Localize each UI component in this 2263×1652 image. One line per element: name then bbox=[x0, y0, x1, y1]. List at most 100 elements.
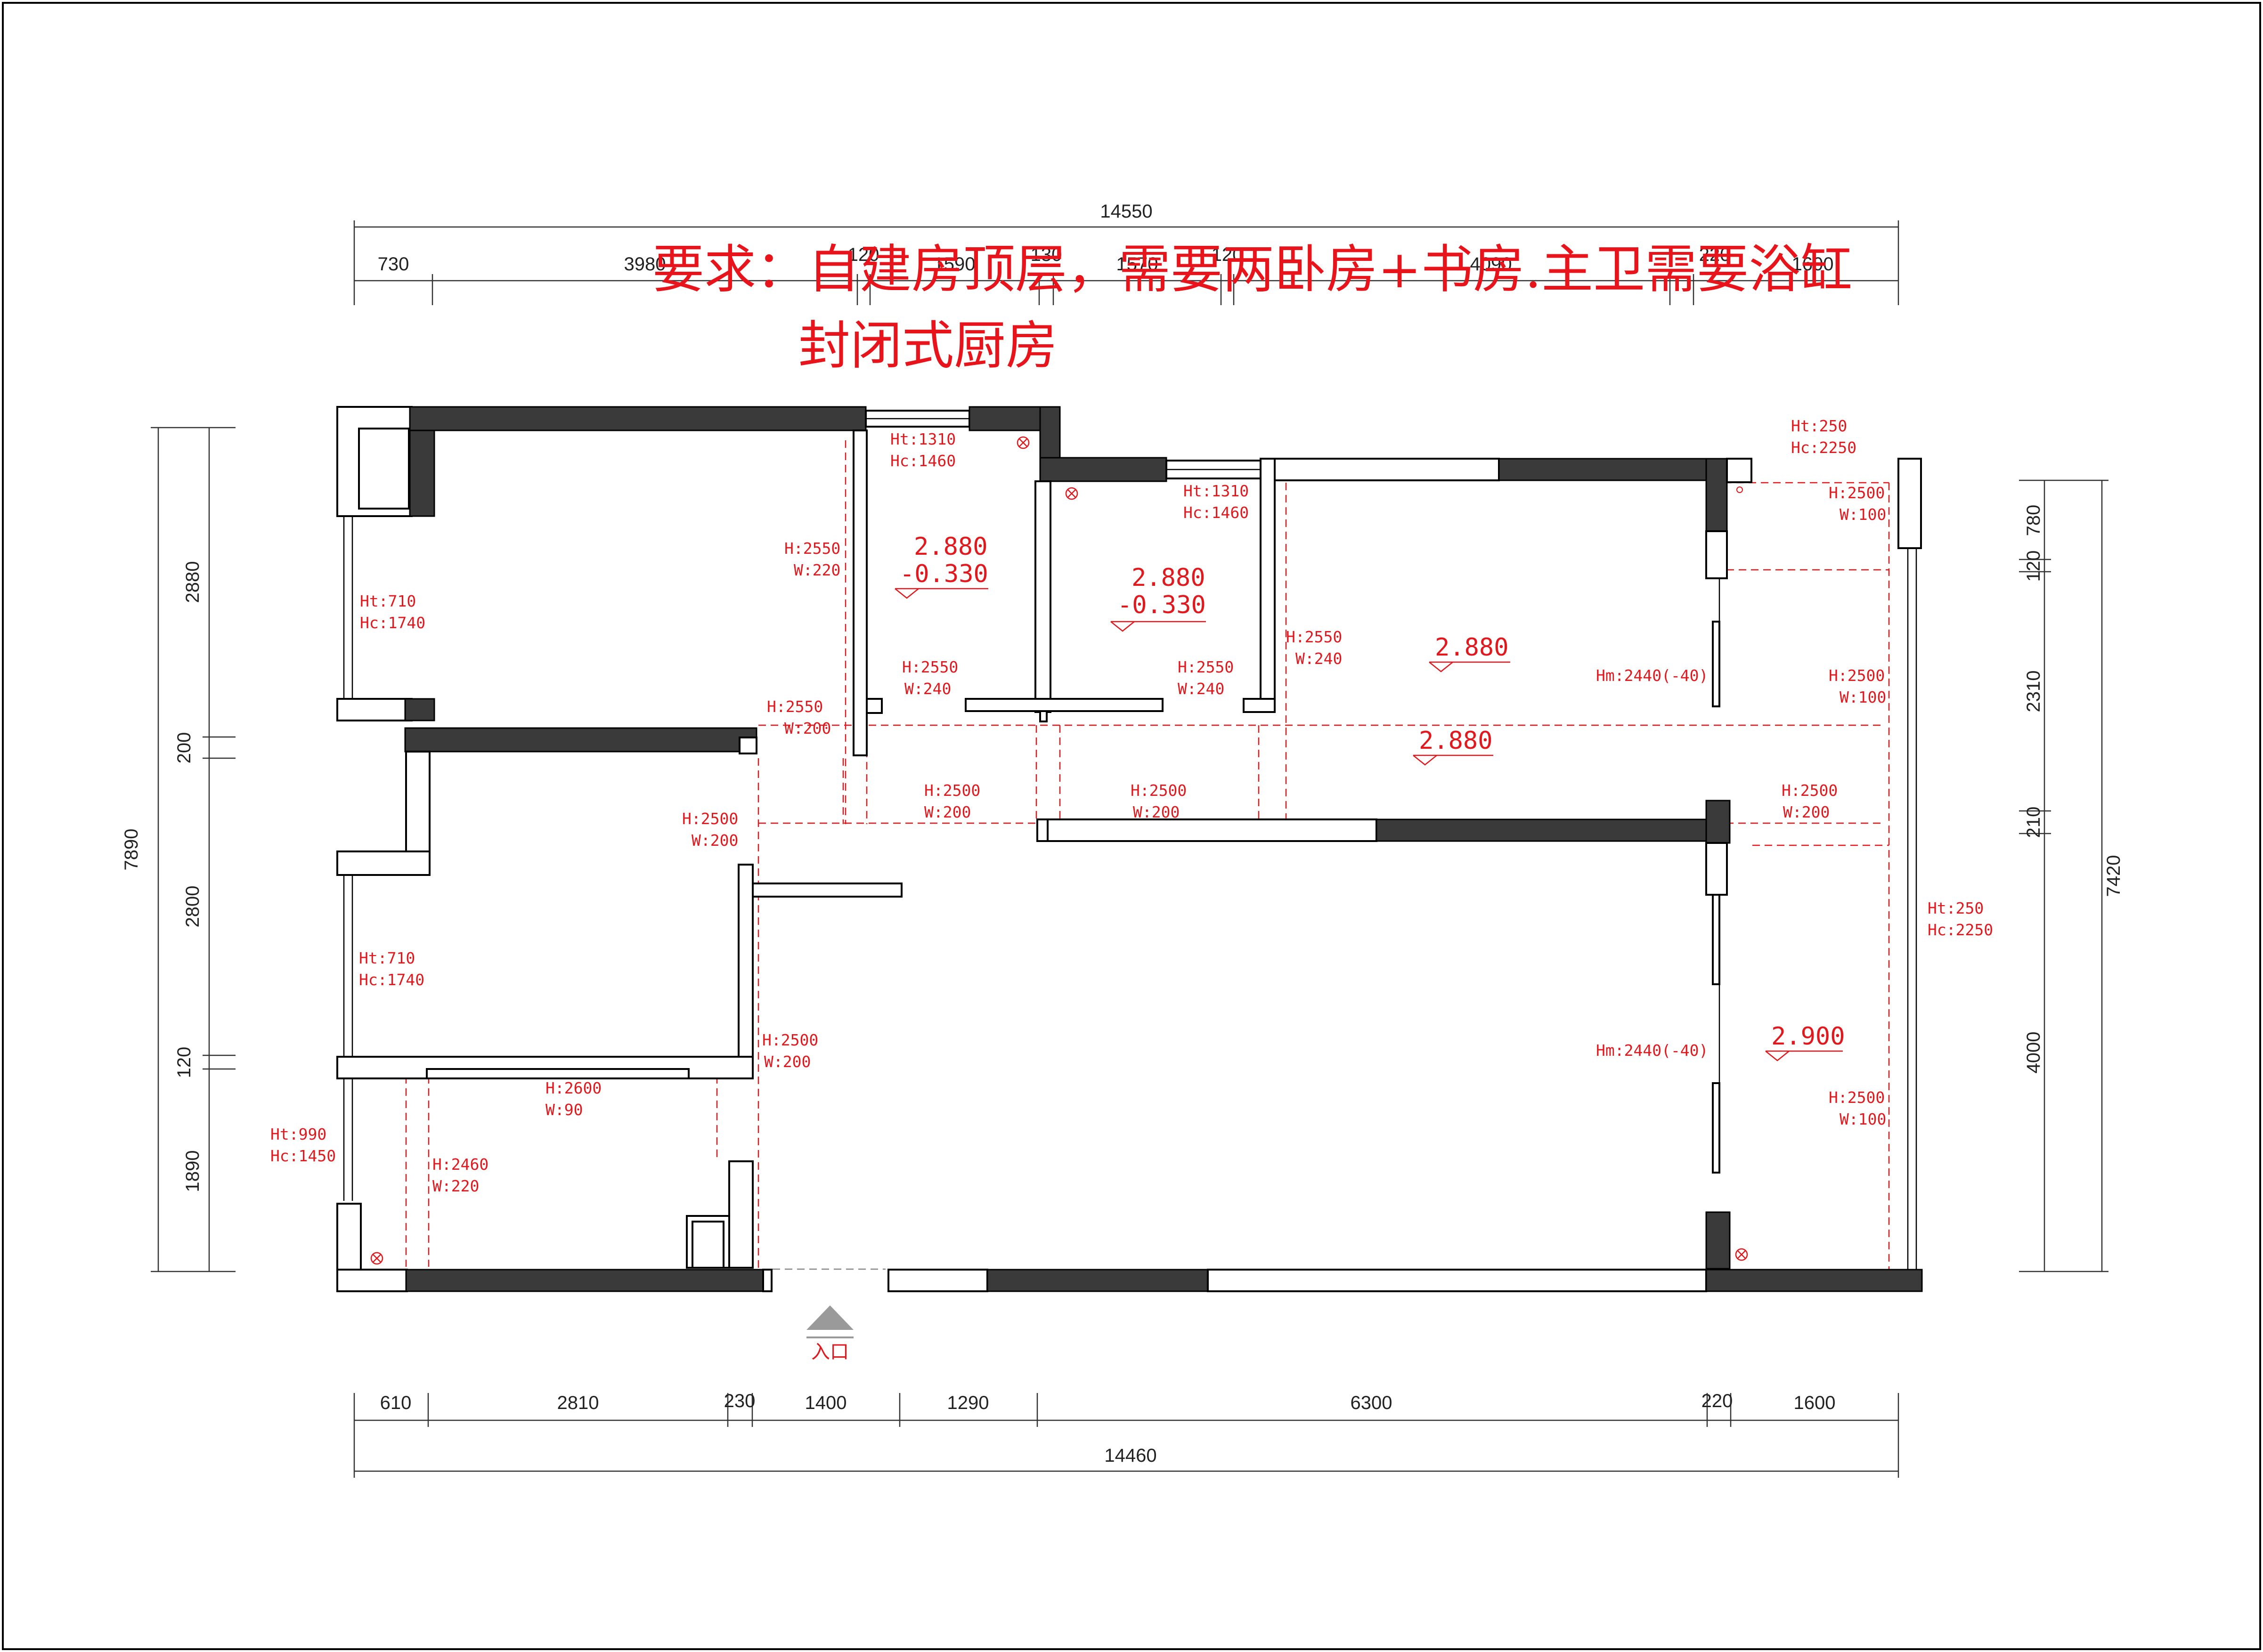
dim-left-seg: 2880 bbox=[182, 561, 203, 603]
dim-bottom-seg: 1600 bbox=[1794, 1393, 1836, 1413]
dim-top-seg: 730 bbox=[378, 254, 409, 275]
dim-left-seg: 1890 bbox=[182, 1150, 203, 1192]
dim-top-seg: 130 bbox=[1031, 244, 1062, 265]
note-label: W:200 bbox=[924, 803, 971, 821]
note-label: Hc:1460 bbox=[1183, 503, 1249, 522]
dim-bottom-seg: 610 bbox=[380, 1393, 412, 1413]
dim-top-seg: 4090 bbox=[1470, 254, 1512, 275]
dim-top-seg: 220 bbox=[1699, 244, 1731, 265]
note-label: Ht:990 bbox=[270, 1125, 326, 1143]
note-label: W:220 bbox=[432, 1177, 479, 1195]
note-label: H:2550 bbox=[784, 539, 840, 558]
note-label: W:90 bbox=[545, 1101, 583, 1119]
note-label: Ht:1310 bbox=[890, 430, 956, 448]
dim-top-seg: 1570 bbox=[1116, 254, 1158, 275]
dim-bottom-seg: 1290 bbox=[947, 1393, 989, 1413]
note-label: W:200 bbox=[1133, 803, 1180, 821]
note-label: H:2500 bbox=[1829, 1088, 1885, 1107]
dim-bottom-seg: 6300 bbox=[1351, 1393, 1392, 1413]
top-dimension-chain: 14550 730 3980 120 1590 130 1570 120 409… bbox=[353, 201, 1899, 305]
elevation-value: -0.330 bbox=[900, 560, 988, 588]
elevation-value: -0.330 bbox=[1117, 591, 1206, 619]
elevation-value: 2.880 bbox=[1132, 564, 1205, 592]
dim-top-seg: 3980 bbox=[624, 254, 666, 275]
note-label: Ht:710 bbox=[359, 949, 415, 967]
annotations: Ht:1310 Hc:1460 Ht:1310 Hc:1460 Ht:250 H… bbox=[270, 417, 1993, 1195]
note-label: Hc:1450 bbox=[270, 1147, 336, 1165]
note-label: H:2500 bbox=[762, 1031, 818, 1049]
note-label: H:2500 bbox=[682, 810, 738, 828]
elevation-value: 2.880 bbox=[1435, 633, 1509, 662]
note-label: W:200 bbox=[1783, 803, 1830, 821]
note-label: W:100 bbox=[1840, 688, 1886, 706]
dim-bottom-seg: 220 bbox=[1701, 1391, 1733, 1411]
note-label: W:100 bbox=[1840, 505, 1886, 524]
walls bbox=[336, 406, 1923, 1292]
note-label: Hc:1460 bbox=[890, 452, 956, 470]
dim-left-seg: 200 bbox=[174, 732, 195, 764]
dim-right-seg: 4000 bbox=[2023, 1032, 2044, 1074]
note-label: W:240 bbox=[904, 680, 951, 698]
note-label: Hc:2250 bbox=[1928, 921, 1993, 939]
note-label: W:200 bbox=[764, 1053, 811, 1071]
note-label: W:220 bbox=[794, 561, 840, 579]
note-label: Hc:1740 bbox=[359, 971, 424, 989]
note-label: W:200 bbox=[692, 831, 738, 850]
dim-left-seg: 2800 bbox=[182, 886, 203, 928]
dim-bottom-seg: 230 bbox=[724, 1391, 756, 1411]
note-label: H:2550 bbox=[1178, 658, 1234, 676]
entry-label: 入口 bbox=[811, 1341, 849, 1363]
dim-top-seg: 1600 bbox=[1792, 254, 1834, 275]
dim-left-total: 7890 bbox=[121, 829, 142, 871]
note-label: H:2460 bbox=[432, 1155, 488, 1174]
dim-top-total: 14550 bbox=[1100, 201, 1152, 222]
note-label: H:2500 bbox=[924, 781, 980, 800]
dim-bottom-seg: 2810 bbox=[557, 1393, 599, 1413]
note-label: Hc:1740 bbox=[360, 614, 425, 632]
left-dimension-chain: 7890 2880 200 2800 120 1890 bbox=[121, 427, 236, 1272]
entry-marker: 入口 bbox=[806, 1305, 854, 1363]
door-note: Hm:2440(-40) bbox=[1596, 1041, 1708, 1060]
elevation-value: 2.880 bbox=[1419, 727, 1493, 755]
requirement-line-2: 封闭式厨房 bbox=[798, 316, 1058, 376]
note-label: H:2550 bbox=[1286, 628, 1342, 646]
dim-right-seg: 210 bbox=[2023, 807, 2044, 838]
right-dimension-chain: 7420 780 120 2310 210 4000 bbox=[2019, 479, 2124, 1272]
note-label: H:2500 bbox=[1782, 781, 1838, 800]
drain-icon bbox=[370, 436, 1748, 1265]
dim-left-seg: 120 bbox=[174, 1047, 195, 1078]
dim-right-seg: 120 bbox=[2023, 551, 2044, 582]
dim-top-seg: 1590 bbox=[934, 254, 976, 275]
entry-arrow-icon bbox=[806, 1305, 854, 1330]
note-label: H:2500 bbox=[1131, 781, 1187, 800]
note-label: W:240 bbox=[1178, 680, 1224, 698]
note-label: H:2600 bbox=[545, 1079, 602, 1097]
note-label: Ht:1310 bbox=[1183, 482, 1249, 500]
note-label: H:2500 bbox=[1829, 484, 1885, 502]
note-label: W:200 bbox=[784, 719, 831, 737]
note-label: Ht:250 bbox=[1928, 899, 1984, 917]
note-label: H:2550 bbox=[767, 697, 823, 716]
note-label: Ht:250 bbox=[1791, 417, 1847, 435]
dim-bottom-total: 14460 bbox=[1104, 1445, 1156, 1466]
dim-right-total: 7420 bbox=[2103, 855, 2124, 897]
note-label: H:2500 bbox=[1829, 666, 1885, 685]
dim-top-seg: 120 bbox=[848, 244, 879, 265]
dim-top-seg: 120 bbox=[1212, 244, 1243, 265]
elevation-value: 2.880 bbox=[914, 533, 988, 561]
requirement-line-1: 要求：自建房顶层，需要两卧房+书房.主卫需要浴缸 bbox=[652, 239, 1852, 300]
dim-right-seg: 2310 bbox=[2023, 671, 2044, 713]
note-label: W:240 bbox=[1295, 649, 1342, 668]
dim-right-seg: 780 bbox=[2023, 505, 2044, 536]
door-note: Hm:2440(-40) bbox=[1596, 666, 1708, 685]
note-label: Ht:710 bbox=[360, 592, 416, 610]
bottom-dimension-chain: 610 2810 230 1400 1290 6300 220 1600 144… bbox=[353, 1391, 1899, 1478]
elevation-value: 2.900 bbox=[1771, 1022, 1845, 1051]
note-label: H:2550 bbox=[902, 658, 958, 676]
elevation-marks: 2.880 -0.330 2.880 -0.330 2.880 2.880 2.… bbox=[895, 533, 1845, 1061]
dim-bottom-seg: 1400 bbox=[805, 1393, 847, 1413]
note-label: Hc:2250 bbox=[1791, 438, 1856, 457]
note-label: W:100 bbox=[1840, 1110, 1886, 1128]
